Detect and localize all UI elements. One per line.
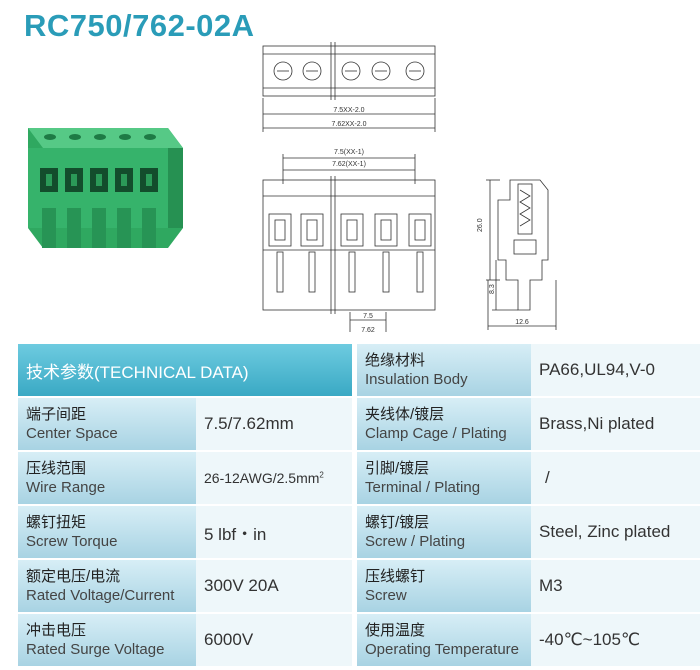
product-image (28, 128, 183, 248)
side-width: 12.6 (515, 319, 529, 326)
spec-value-surge-voltage: 6000V (196, 613, 353, 668)
spec-value-wire-range: 26-12AWG/2.5mm2 (196, 451, 353, 506)
top-dim-1: 7.5XX-2.0 (333, 107, 364, 114)
front-view-drawing: 7.5(XX-1) 7.62(XX-1) 7.5 7.62 (262, 149, 436, 334)
spec-value-insulation: PA66,UL94,V-0 (531, 344, 700, 398)
side-view-drawing: 26.0 8.3 12.6 (477, 179, 557, 330)
spec-value-rated-voltage: 300V 20A (196, 559, 353, 614)
spec-value-screw-plating: Steel, Zinc plated (531, 505, 700, 560)
spec-value-center-space: 7.5/7.62mm (196, 397, 353, 452)
front-dim-2: 7.62(XX-1) (332, 161, 366, 168)
spec-value-clamp-cage: Brass,Ni plated (531, 397, 700, 452)
top-view-drawing: 7.5XX-2.0 7.62XX-2.0 (262, 42, 436, 132)
spec-value-terminal: / (531, 451, 700, 506)
spec-value-screw: M3 (531, 559, 700, 614)
table-header: 技术参数(TECHNICAL DATA) (18, 344, 353, 398)
front-pitch-2: 7.62 (361, 327, 375, 334)
product-title: RC750/762-02A (24, 8, 255, 43)
front-dim-1: 7.5(XX-1) (334, 149, 364, 156)
spec-value-screw-torque: 5 lbf・in (196, 505, 353, 560)
side-height: 26.0 (477, 218, 484, 232)
top-dim-2: 7.62XX-2.0 (331, 121, 366, 128)
side-pin: 8.3 (489, 284, 496, 294)
spec-value-operating-temp: -40℃~105℃ (531, 613, 700, 668)
front-pitch-1: 7.5 (363, 313, 373, 320)
